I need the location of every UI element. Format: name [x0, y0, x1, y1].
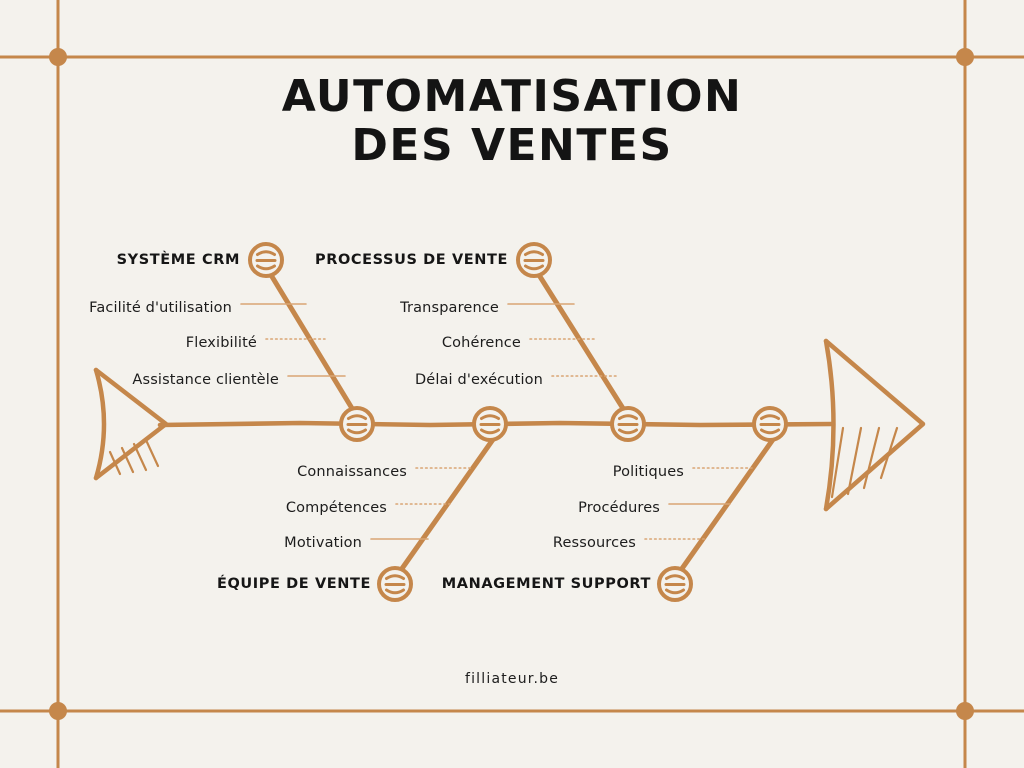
cause-label-ressources: Ressources [552, 535, 636, 551]
cause-label-motivation: Motivation [284, 535, 362, 551]
spine-node-processus-de-vente[interactable] [610, 406, 646, 442]
fish-head-arrow [823, 338, 926, 512]
spine-node-management-support[interactable] [752, 406, 788, 442]
frame-corner-dot-bottom-left [49, 702, 67, 720]
footer-credit: filliateur.be [464, 671, 560, 687]
category-node-management-support[interactable] [657, 566, 693, 602]
cause-label-assistance-clientele: Assistance clientèle [132, 372, 279, 388]
cause-label-competences: Compétences [285, 500, 387, 516]
branch-line-systeme-crm [268, 272, 356, 413]
page-title-line-2: DES VENTES [351, 120, 673, 172]
category-label-management-support: MANAGEMENT SUPPORT [441, 576, 651, 592]
category-node-equipe-de-vente[interactable] [377, 566, 413, 602]
frame-corner-dot-bottom-right [956, 702, 974, 720]
category-label-equipe-de-vente: ÉQUIPE DE VENTE [216, 576, 371, 592]
frame-corner-dot-top-right [956, 48, 974, 66]
spine-node-equipe-de-vente[interactable] [472, 406, 508, 442]
cause-label-delai-d-execution: Délai d'exécution [414, 372, 543, 388]
page-title: AUTOMATISATION DES VENTES [0, 72, 1024, 171]
branch-line-processus-de-vente [536, 272, 627, 413]
frame-corner-dot-top-left [49, 48, 67, 66]
cause-label-coherence: Cohérence [441, 335, 521, 351]
cause-label-politiques: Politiques [612, 464, 684, 480]
category-label-systeme-crm: SYSTÈME CRM [116, 252, 240, 268]
category-node-systeme-crm[interactable] [248, 242, 284, 278]
cause-label-procedures: Procédures [578, 500, 660, 516]
page-title-line-1: AUTOMATISATION [281, 71, 743, 122]
branch-line-equipe-de-vente [398, 435, 497, 573]
category-label-processus-de-vente: PROCESSUS DE VENTE [314, 252, 508, 268]
cause-label-facilite-d-utilisation: Facilité d'utilisation [89, 300, 232, 316]
cause-label-transparence: Transparence [400, 300, 499, 316]
cause-label-flexibilite: Flexibilité [185, 335, 257, 351]
cause-label-connaissances: Connaissances [297, 464, 407, 480]
spine-node-systeme-crm[interactable] [339, 406, 375, 442]
category-node-processus-de-vente[interactable] [516, 242, 552, 278]
